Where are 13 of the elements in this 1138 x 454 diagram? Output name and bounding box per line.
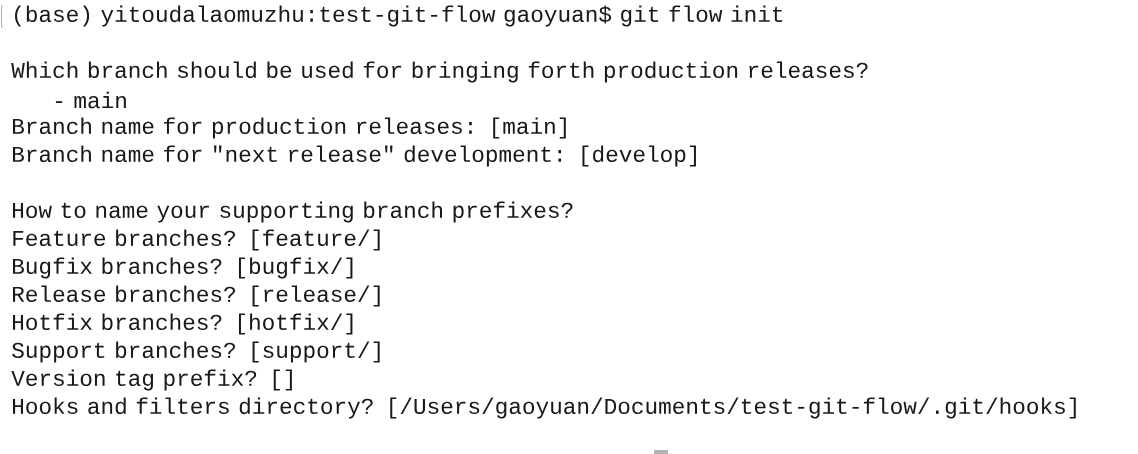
terminal-line: Branch name for production releases: [main] — [13, 117, 566, 139]
terminal-line: Release branches? [release/] — [13, 285, 380, 307]
terminal-line: Bugfix branches? [bugfix/] — [13, 257, 353, 279]
terminal-line: Support branches? [support/] — [12, 341, 380, 363]
terminal-line: - main — [55, 91, 126, 109]
terminal-line: Hotfix branches? [hotfix/] — [13, 313, 353, 335]
terminal-line: Hooks and filters directory? [/Users/gaoyuan/Documents/test-git-flow/.git/hooks] — [13, 397, 1076, 419]
terminal-line: How to name your supporting branch prefixes? — [13, 201, 573, 223]
terminal-line: Version tag prefix? [] — [11, 369, 292, 391]
terminal-line: Branch name for "next release" development: [develop] — [13, 145, 696, 167]
terminal-line: Feature branches? [feature/] — [13, 229, 380, 251]
terminal-line: (base) yitoudalaomuzhu:test-git-flow gaoyuan$ git flow init — [15, 5, 783, 27]
terminal-line: Which branch should be used for bringing forth production releases? — [11, 61, 868, 83]
